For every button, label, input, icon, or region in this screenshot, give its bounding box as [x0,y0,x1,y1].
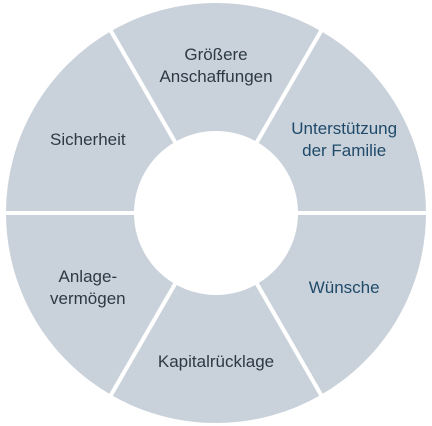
segment-label-line: Kapitalrücklage [158,352,274,371]
segment-label-line: Größere [184,45,247,64]
segment-label-unterstuetzung-der-familie: Unterstützung der Familie [291,119,397,160]
segment-label-line: der Familie [302,141,386,160]
segment-unterstuetzung-der-familie [253,26,431,215]
segment-label-line: Sicherheit [50,130,126,149]
segment-label-anlagevermoegen: Anlage-vermögen [50,267,126,308]
segment-groessere-anschaffungen [107,0,325,147]
segment-wuensche [253,211,431,400]
segment-label-wuensche: Wünsche [309,278,380,297]
segment-kapitalruecklage [107,279,325,426]
segment-label-sicherheit: Sicherheit [50,130,126,149]
segment-sicherheit [1,26,179,215]
segment-label-line: Unterstützung [291,119,397,138]
center-hole [138,135,294,291]
segment-label-kapitalruecklage: Kapitalrücklage [158,352,274,371]
segment-label-line: Anlage- [59,267,118,286]
segment-label-line: Anschaffungen [159,67,272,86]
segment-anlagevermoegen [1,211,179,400]
segment-label-line: vermögen [50,289,126,308]
segment-label-line: Wünsche [309,278,380,297]
